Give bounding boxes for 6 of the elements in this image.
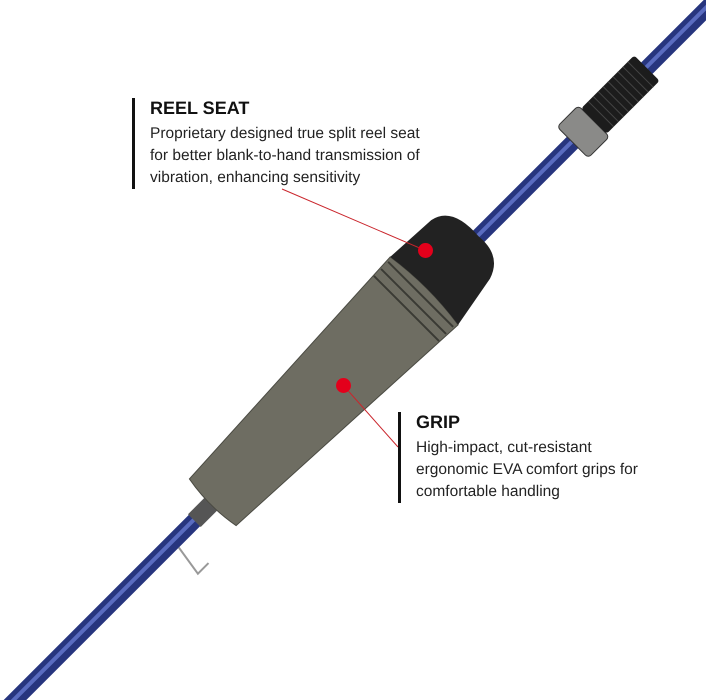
leader-line — [348, 390, 398, 448]
callout-heading: GRIP — [416, 412, 460, 433]
callout-heading: REEL SEAT — [150, 98, 250, 119]
callout-description: Proprietary designed true split reel seat for better blank-to-hand transmission of vibration, enhancing sensitivity — [150, 124, 421, 188]
callout-description: High-impact, cut-resistant ergonomic EVA comfort grips for comfortable handling — [416, 438, 639, 502]
leader-line — [282, 188, 420, 248]
